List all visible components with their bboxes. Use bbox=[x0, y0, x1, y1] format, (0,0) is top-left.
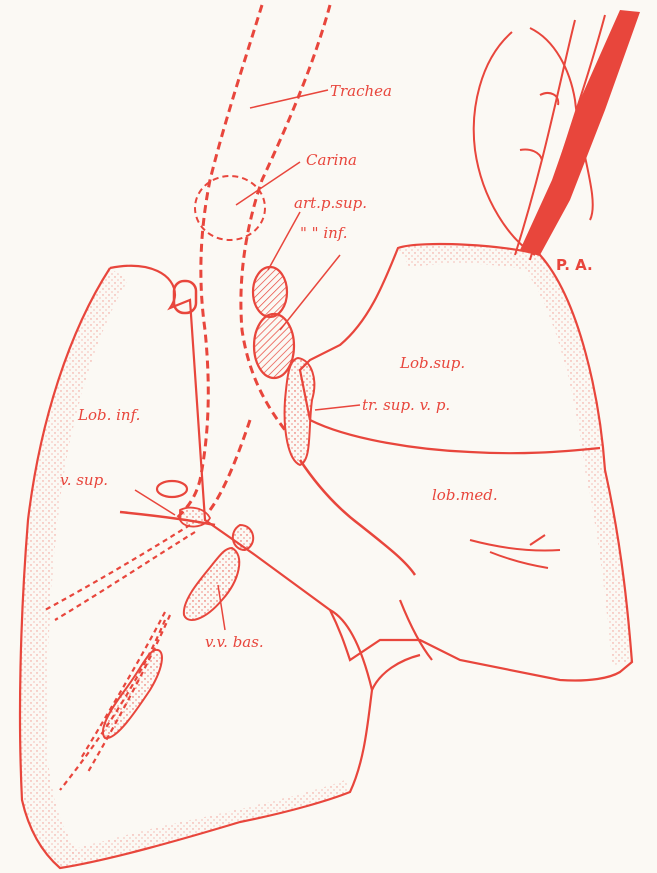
lung-outline bbox=[20, 244, 632, 868]
label-inf: " " inf. bbox=[300, 224, 348, 242]
label-lob-inf: Lob. inf. bbox=[77, 406, 140, 424]
basal-vessel-stippled bbox=[103, 650, 162, 738]
label-pa: P. A. bbox=[556, 256, 593, 274]
label-vv-bas: v.v. bas. bbox=[205, 633, 264, 651]
middle-lobe-vessels bbox=[470, 535, 560, 568]
v-sup-node bbox=[157, 481, 187, 497]
lymph-node bbox=[174, 281, 196, 313]
label-lob-med: lob.med. bbox=[432, 486, 498, 504]
pulmonary-arteries bbox=[253, 267, 294, 378]
label-art-p-sup: art.p.sup. bbox=[294, 194, 367, 212]
art-p-sup bbox=[253, 267, 287, 317]
lung-stipple bbox=[20, 244, 632, 868]
basal-vessels-dashed bbox=[45, 525, 195, 790]
label-tr-sup-vp: tr. sup. v. p. bbox=[362, 396, 450, 414]
label-trachea: Trachea bbox=[330, 82, 392, 100]
pa-artery bbox=[520, 10, 640, 255]
label-carina: Carina bbox=[306, 151, 357, 169]
label-lob-sup: Lob.sup. bbox=[399, 354, 465, 372]
tr-sup-branch bbox=[300, 460, 415, 575]
vv-bas bbox=[184, 525, 253, 620]
art-p-inf bbox=[254, 314, 294, 378]
tr-sup-vp bbox=[285, 358, 315, 465]
label-v-sup: v. sup. bbox=[60, 471, 108, 489]
v-sup-blob bbox=[180, 508, 210, 527]
pa-branch bbox=[520, 93, 558, 160]
